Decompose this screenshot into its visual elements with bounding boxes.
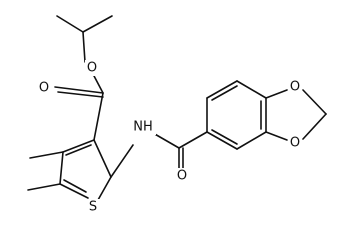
atom-dioxole-oxygen-lower: O bbox=[288, 135, 302, 151]
bond bbox=[211, 85, 238, 101]
bond bbox=[62, 139, 95, 153]
bond bbox=[27, 183, 61, 191]
bond bbox=[82, 15, 113, 33]
bond bbox=[178, 131, 208, 149]
bond bbox=[82, 31, 86, 63]
atom-thiophene-sulfur: S bbox=[86, 199, 100, 215]
atom-amide-nitrogen: NH bbox=[130, 119, 156, 135]
bond bbox=[59, 183, 89, 199]
bond bbox=[92, 73, 104, 94]
bond bbox=[110, 144, 134, 178]
bond bbox=[93, 139, 112, 178]
bond bbox=[236, 131, 267, 150]
bond bbox=[265, 131, 288, 141]
atom-dioxole-oxygen-upper: O bbox=[288, 79, 302, 95]
atom-label: O bbox=[177, 169, 187, 184]
bond bbox=[265, 89, 288, 99]
bond-layer bbox=[27, 15, 327, 201]
bond bbox=[65, 144, 92, 156]
atom-label-layer: O O NH O S O O bbox=[37, 60, 302, 215]
atom-amide-carbonyl-oxygen: O bbox=[175, 168, 189, 184]
bond bbox=[236, 80, 267, 99]
bond bbox=[302, 113, 327, 140]
bond bbox=[302, 89, 327, 115]
bond bbox=[206, 131, 238, 150]
atom-label: NH bbox=[133, 120, 153, 135]
bond bbox=[29, 151, 64, 159]
atom-label: O bbox=[87, 61, 97, 76]
atom-ester-carbonyl-oxygen: O bbox=[37, 80, 51, 96]
atom-label: O bbox=[290, 80, 300, 95]
bond bbox=[63, 179, 87, 193]
atom-ester-single-oxygen: O bbox=[85, 60, 99, 76]
bond bbox=[97, 176, 112, 201]
bond bbox=[211, 129, 238, 145]
bond bbox=[59, 151, 64, 185]
bond bbox=[206, 80, 238, 99]
atom-label: O bbox=[39, 81, 49, 96]
bond bbox=[54, 86, 104, 94]
bond bbox=[93, 92, 104, 141]
atom-label: O bbox=[290, 136, 300, 151]
bond bbox=[152, 132, 180, 149]
bond bbox=[56, 15, 84, 33]
atom-label: S bbox=[89, 200, 97, 215]
bond bbox=[57, 91, 104, 98]
